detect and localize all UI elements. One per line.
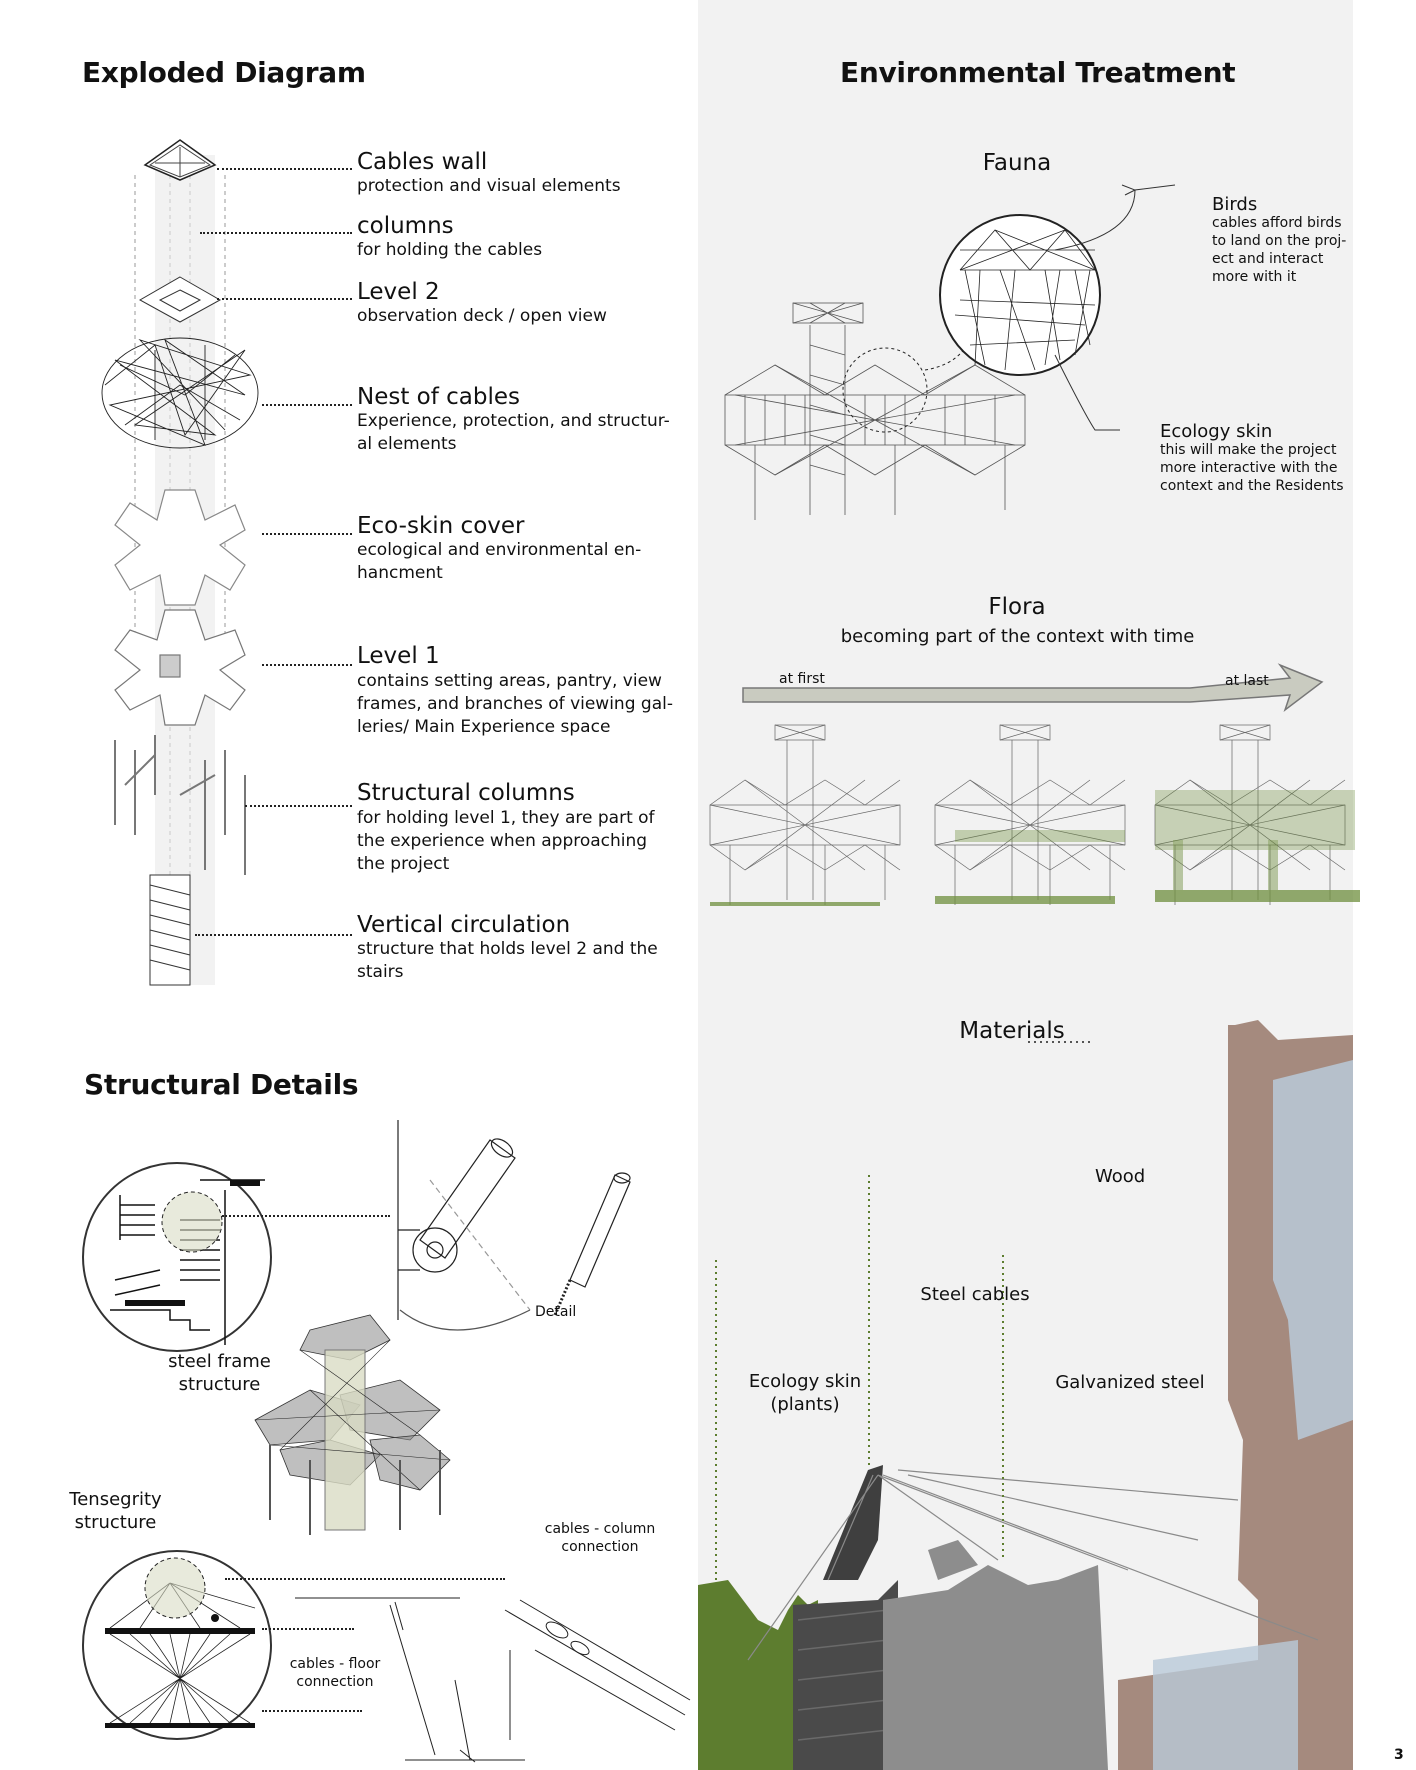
- ecology-skin-title: Ecology skin: [1160, 421, 1273, 442]
- label-detail: Detail: [535, 1304, 577, 1320]
- stair-detail-circle: [82, 1162, 272, 1352]
- leader-line: [200, 232, 352, 234]
- tensegrity-detail-circle: [82, 1550, 272, 1740]
- materials-title: Materials: [959, 1018, 1065, 1044]
- flora-growth-drawing: [709, 724, 1360, 906]
- label-structural-columns: Structural columns: [357, 780, 575, 806]
- label-at-first: at first: [779, 671, 825, 687]
- leader-line: [245, 805, 352, 807]
- page-margin: [1353, 0, 1416, 1770]
- desc-structural-columns: for holding level 1, they are part of th…: [357, 808, 655, 874]
- label-columns: columns: [357, 213, 454, 239]
- exploded-diagram-drawing: [101, 139, 259, 986]
- flora-subtitle: becoming part of the context with time: [840, 626, 1195, 647]
- label-nest-of-cables: Nest of cables: [357, 384, 521, 410]
- label-ecology-skin-plants: Ecology skin (plants): [748, 1371, 862, 1415]
- flora-title: Flora: [988, 594, 1046, 620]
- birds-description: cables afford birds to land on the proj-…: [1212, 215, 1347, 285]
- desc-columns: for holding the cables: [357, 240, 543, 260]
- desc-level-1: contains setting areas, pantry, view fra…: [357, 671, 673, 737]
- leader-line: [217, 168, 352, 170]
- label-eco-skin-cover: Eco-skin cover: [357, 513, 525, 539]
- leader-line: [262, 664, 352, 666]
- desc-eco-skin-cover: ecological and environmental en- hancmen…: [357, 540, 642, 583]
- label-tensegrity: Tensegrity structure: [69, 1489, 162, 1533]
- exploded-diagram-title: Exploded Diagram: [82, 56, 366, 89]
- label-level-1: Level 1: [357, 643, 440, 669]
- fauna-title: Fauna: [982, 150, 1052, 176]
- materials-collage: [698, 1020, 1353, 1770]
- leader-line: [262, 1710, 362, 1712]
- label-steel-frame: steel frame structure: [168, 1351, 271, 1395]
- time-arrow: [742, 663, 1324, 713]
- label-cables-column: cables - column connection: [544, 1521, 656, 1555]
- joint-detail-drawing: [397, 1120, 631, 1331]
- page-number: 3: [1394, 1747, 1404, 1763]
- desc-vertical-circulation: structure that holds level 2 and the sta…: [357, 939, 658, 982]
- desc-nest-of-cables: Experience, protection, and structur- al…: [357, 411, 670, 454]
- structure-3d-drawing: [254, 1314, 451, 1535]
- desc-cables-wall: protection and visual elements: [357, 176, 621, 196]
- connection-detail-drawing: [295, 1597, 691, 1763]
- label-cables-floor: cables - floor connection: [289, 1656, 381, 1690]
- leader-line: [225, 1578, 505, 1580]
- label-galvanized-steel: Galvanized steel: [1055, 1372, 1205, 1393]
- leader-line: [262, 404, 352, 406]
- structural-details-title: Structural Details: [84, 1068, 359, 1101]
- leader-line: [222, 1215, 390, 1217]
- leader-line: [262, 533, 352, 535]
- ecology-skin-description: this will make the project more interact…: [1160, 442, 1344, 494]
- leader-line: [262, 1628, 354, 1630]
- label-vertical-circulation: Vertical circulation: [357, 912, 571, 938]
- birds-title: Birds: [1212, 194, 1258, 215]
- desc-level-2: observation deck / open view: [357, 306, 607, 326]
- leader-line: [217, 298, 352, 300]
- fauna-drawing: [724, 184, 1176, 520]
- label-cables-wall: Cables wall: [357, 149, 488, 175]
- environmental-title: Environmental Treatment: [840, 56, 1236, 89]
- label-level-2: Level 2: [357, 279, 440, 305]
- label-steel-cables: Steel cables: [920, 1284, 1030, 1305]
- label-wood: Wood: [1095, 1166, 1146, 1187]
- leader-line: [195, 934, 352, 936]
- label-at-last: at last: [1225, 673, 1269, 689]
